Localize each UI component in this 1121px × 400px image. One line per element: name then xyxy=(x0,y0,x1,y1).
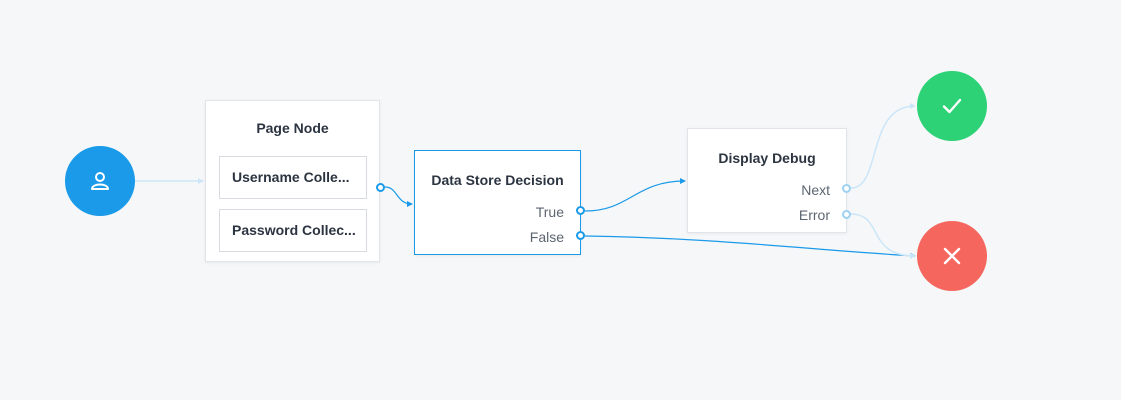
connector-error-to-failure[interactable] xyxy=(850,213,916,259)
close-icon xyxy=(943,247,961,265)
outcome-true-port[interactable] xyxy=(576,206,585,215)
outcome-error-label: Error xyxy=(798,207,830,223)
data-store-decision-title: Data Store Decision xyxy=(431,172,564,188)
display-debug-node[interactable]: Display Debug Next Error xyxy=(687,128,851,233)
username-collector-node[interactable]: Username Colle... xyxy=(219,156,367,199)
display-debug-title: Display Debug xyxy=(718,150,816,166)
user-icon xyxy=(91,172,109,190)
outcome-true-label: True xyxy=(535,204,564,220)
password-collector-node[interactable]: Password Collec... xyxy=(219,209,367,252)
start-node[interactable] xyxy=(65,146,135,216)
page-node-title: Page Node xyxy=(256,120,329,136)
success-node[interactable] xyxy=(917,71,987,141)
connector-next-to-success[interactable] xyxy=(850,103,916,189)
failure-node[interactable] xyxy=(917,221,987,291)
connector-page-node-to-decision[interactable] xyxy=(384,186,413,207)
connector-true-to-display-debug[interactable] xyxy=(584,178,686,212)
outcome-error-port[interactable] xyxy=(842,210,851,219)
connector-false-to-failure[interactable] xyxy=(584,235,916,259)
data-store-decision-node[interactable]: Data Store Decision True False xyxy=(414,150,585,255)
outcome-next-label: Next xyxy=(801,182,830,198)
outcome-false-label: False xyxy=(529,229,564,245)
outcome-next-port[interactable] xyxy=(842,184,851,193)
page-node[interactable]: Page Node Username Colle... Password Col… xyxy=(205,100,385,262)
outcome-false-port[interactable] xyxy=(576,231,585,240)
checkmark-icon xyxy=(942,98,962,114)
page-node-outcome-port[interactable] xyxy=(376,183,385,192)
